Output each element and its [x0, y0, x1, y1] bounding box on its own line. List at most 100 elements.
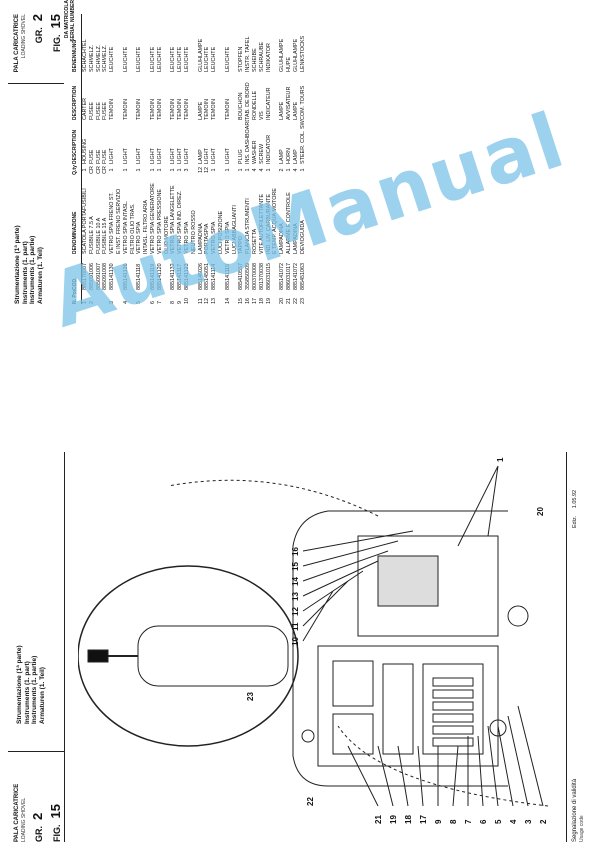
bulb: [301, 729, 315, 743]
table-cell: [272, 120, 279, 164]
table-cell: BOUCHON: [238, 92, 245, 120]
table-cell: GLUHLAMPE: [197, 38, 204, 72]
pedal-cap: [507, 605, 529, 627]
table-cell: COM. TOURS: [299, 85, 306, 120]
serial-label-en: SERIAL NUMBER: [70, 0, 76, 42]
table-cell: 23: [299, 298, 306, 304]
table-cell: LIGHT: [183, 148, 190, 164]
instrument-panel: [317, 645, 499, 767]
table-cell: TEMOIN: [170, 99, 177, 120]
table-cell: 16: [245, 298, 252, 304]
warning-strip: [382, 663, 414, 755]
table-cell: 1: [238, 168, 245, 172]
table-cell: SCHMELZ.: [102, 44, 109, 72]
table-cell: TEMOIN: [156, 99, 163, 120]
table-cell: FUSE: [95, 149, 102, 164]
table-cell: GLUHLAMPE: [292, 38, 299, 72]
table-cell: INDICATOR: [265, 134, 272, 164]
table-cell: LEUCHTE: [156, 46, 163, 72]
table-cell: TEMOIN: [204, 99, 211, 120]
table-cell: LIGHT: [177, 148, 184, 164]
table-cell: LIGHT: [204, 148, 211, 164]
table-cell: [130, 120, 137, 164]
table-cell: [164, 72, 171, 120]
table-cell: 1: [156, 168, 163, 172]
table-cell: CR: [88, 166, 95, 174]
table-cell: 1: [149, 168, 156, 172]
table-cell: [272, 164, 279, 176]
header-rule-left: [64, 452, 65, 842]
table-cell: LEUCHTE: [122, 46, 129, 72]
table-cell: [218, 164, 225, 176]
table-cell: TAB. DE BORD: [245, 82, 252, 120]
table-cell: STOPFEN: [238, 46, 245, 72]
company-sub: LOADING SHOVEL: [21, 797, 27, 842]
table-cell: LEUCHTE: [149, 46, 156, 72]
table-cell: PLUG: [238, 149, 245, 164]
callout-5: 5: [494, 819, 503, 824]
table-cell: [164, 164, 171, 176]
callout-1: 1: [496, 457, 505, 462]
table-cell: LAMPE: [292, 101, 299, 120]
table-cell: TEMOIN: [109, 99, 116, 120]
header-divider-right: [8, 83, 64, 84]
callout-14: 14: [291, 577, 300, 586]
table-cell: [272, 72, 279, 120]
table-cell: LIGHT: [170, 148, 177, 164]
page-title-right: Strumentazione (1ª parte) Instruments (1…: [14, 225, 44, 304]
table-cell: HORN: [285, 148, 292, 164]
table-cell: LAMP: [197, 149, 204, 164]
table-cell: LEUCHTE: [170, 46, 177, 72]
header-divider-left: [8, 751, 64, 752]
table-cell: TEMOIN: [122, 99, 129, 120]
lever-knob: [87, 649, 109, 663]
callout-13: 13: [291, 592, 300, 601]
table-cell: TEMOIN: [224, 99, 231, 120]
leader-lines-top: [302, 530, 414, 642]
group-label: GR.2: [30, 812, 45, 842]
table-cell: 18: [258, 298, 265, 304]
table-cell: 4: [292, 168, 299, 172]
bulb-holder: [489, 719, 507, 737]
title-fr: Instruments (1. partie): [29, 235, 36, 304]
callout-19: 19: [389, 815, 398, 824]
edition-label: Ediz.: [572, 515, 578, 528]
callout-9: 9: [434, 819, 443, 824]
table-cell: LEUCHTE: [177, 46, 184, 72]
table-cell: HUPE: [285, 57, 292, 72]
callout-22: 22: [306, 797, 315, 806]
table-cell: RONDELLE: [251, 90, 258, 120]
table-cell: LEUCHTE: [183, 46, 190, 72]
table-cell: SCHMELZ.: [95, 44, 102, 72]
table-cell: STEER. COL. SW.: [299, 120, 306, 164]
table-cell: 2: [279, 168, 286, 172]
table-cell: 1: [122, 168, 129, 172]
callout-20: 20: [536, 507, 545, 516]
callout-3: 3: [524, 819, 533, 824]
table-cell: LENKSTOCKS: [299, 35, 306, 72]
title-de: Armaturen (1. Teil): [38, 667, 46, 724]
table-cell: SCHMELZ.: [88, 44, 95, 72]
table-cell: LAMP: [292, 149, 299, 164]
dashboard-outline: [292, 510, 508, 787]
table-cell: CR: [95, 166, 102, 174]
switch-block: [332, 660, 374, 707]
table-cell: SCATOLA PORTAFUSIBILI: [82, 188, 88, 254]
table-cell: [218, 14, 225, 72]
table-cell: 12: [204, 167, 211, 173]
table-cell: SCREW: [258, 143, 265, 164]
table-cell: 4: [251, 168, 258, 172]
table-cell: 3: [183, 168, 190, 172]
company-name: PALA CARICATRICE: [14, 14, 20, 73]
column-header: DESCRIPTION: [72, 129, 78, 164]
leader-line-1: [457, 465, 499, 547]
fig-label: FIG.15: [48, 804, 63, 842]
fig-number: 15: [48, 14, 63, 29]
callout-7: 7: [464, 819, 473, 824]
table-cell: [130, 72, 137, 120]
table-cell: [116, 164, 123, 176]
usage-code-label: Usage code: [579, 815, 585, 842]
table-cell: 20: [279, 298, 286, 304]
